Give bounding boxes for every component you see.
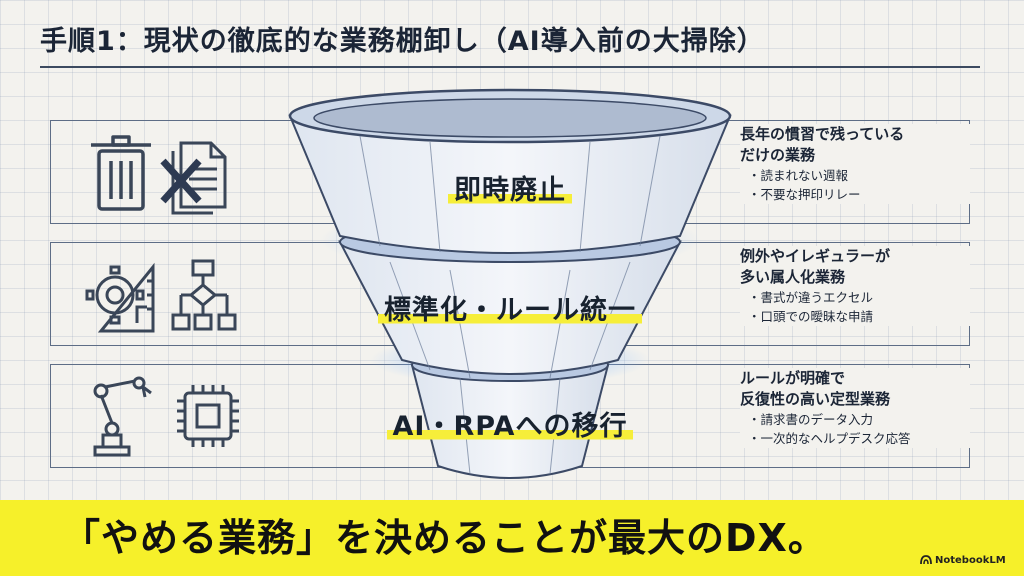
icon-cell-1 [51,121,261,223]
robot-chip-icon-group [93,376,239,457]
description-line: 多い属人化業務 [740,268,846,286]
icon-cell-2 [51,243,261,345]
trash-icon [91,135,151,211]
robot-arm-icon [93,376,152,457]
trash-document-icon-group [91,135,227,215]
stage-label-3: AI・RPAへの移行 [340,404,680,443]
example-item: 口頭での曖昧な申請 [740,307,970,326]
notebooklm-logo: NotebookLM [920,552,1006,570]
conclusion-text: 「やめる業務」を決めることが最大のDX。 [62,516,827,560]
description-line: だけの業務 [740,146,816,164]
example-item: 一次的なヘルプデスク応答 [740,429,970,448]
gear-flowchart-icon-group [85,259,237,333]
stage-label-1: 即時廃止 [380,168,640,207]
funnel-opening [313,98,707,138]
description-line: 反復性の高い定型業務 [740,390,891,408]
chip-icon [177,385,239,447]
conclusion-banner [0,500,1024,576]
document-cross-icon [160,141,227,215]
description-line: 例外やイレギュラーが [740,247,891,265]
notebooklm-logo-icon [920,555,932,565]
stage-description-2: 例外やイレギュラーが 多い属人化業務 書式が違うエクセル 口頭での曖昧な申請 [740,246,970,326]
icon-cell-3 [51,365,261,467]
description-line: ルールが明確で [740,369,846,387]
stage-label-2: 標準化・ルール統一 [320,288,700,327]
stage-description-1: 長年の慣習で残っている だけの業務 読まれない週報 不要な押印リレー [740,124,970,204]
title-divider [40,66,980,68]
example-item: 不要な押印リレー [740,185,970,204]
example-item: 書式が違うエクセル [740,288,970,307]
gear-ruler-icon [85,262,155,333]
example-item: 読まれない週報 [740,166,970,185]
page-title: 手順1：現状の徹底的な業務棚卸し（AI導入前の大掃除） [40,26,765,57]
logo-text: NotebookLM [935,555,1006,566]
stage-description-3: ルールが明確で 反復性の高い定型業務 請求書のデータ入力 一次的なヘルプデスク応… [740,368,970,448]
flowchart-icon [171,259,237,331]
example-item: 請求書のデータ入力 [740,410,970,429]
description-line: 長年の慣習で残っている [740,125,905,143]
